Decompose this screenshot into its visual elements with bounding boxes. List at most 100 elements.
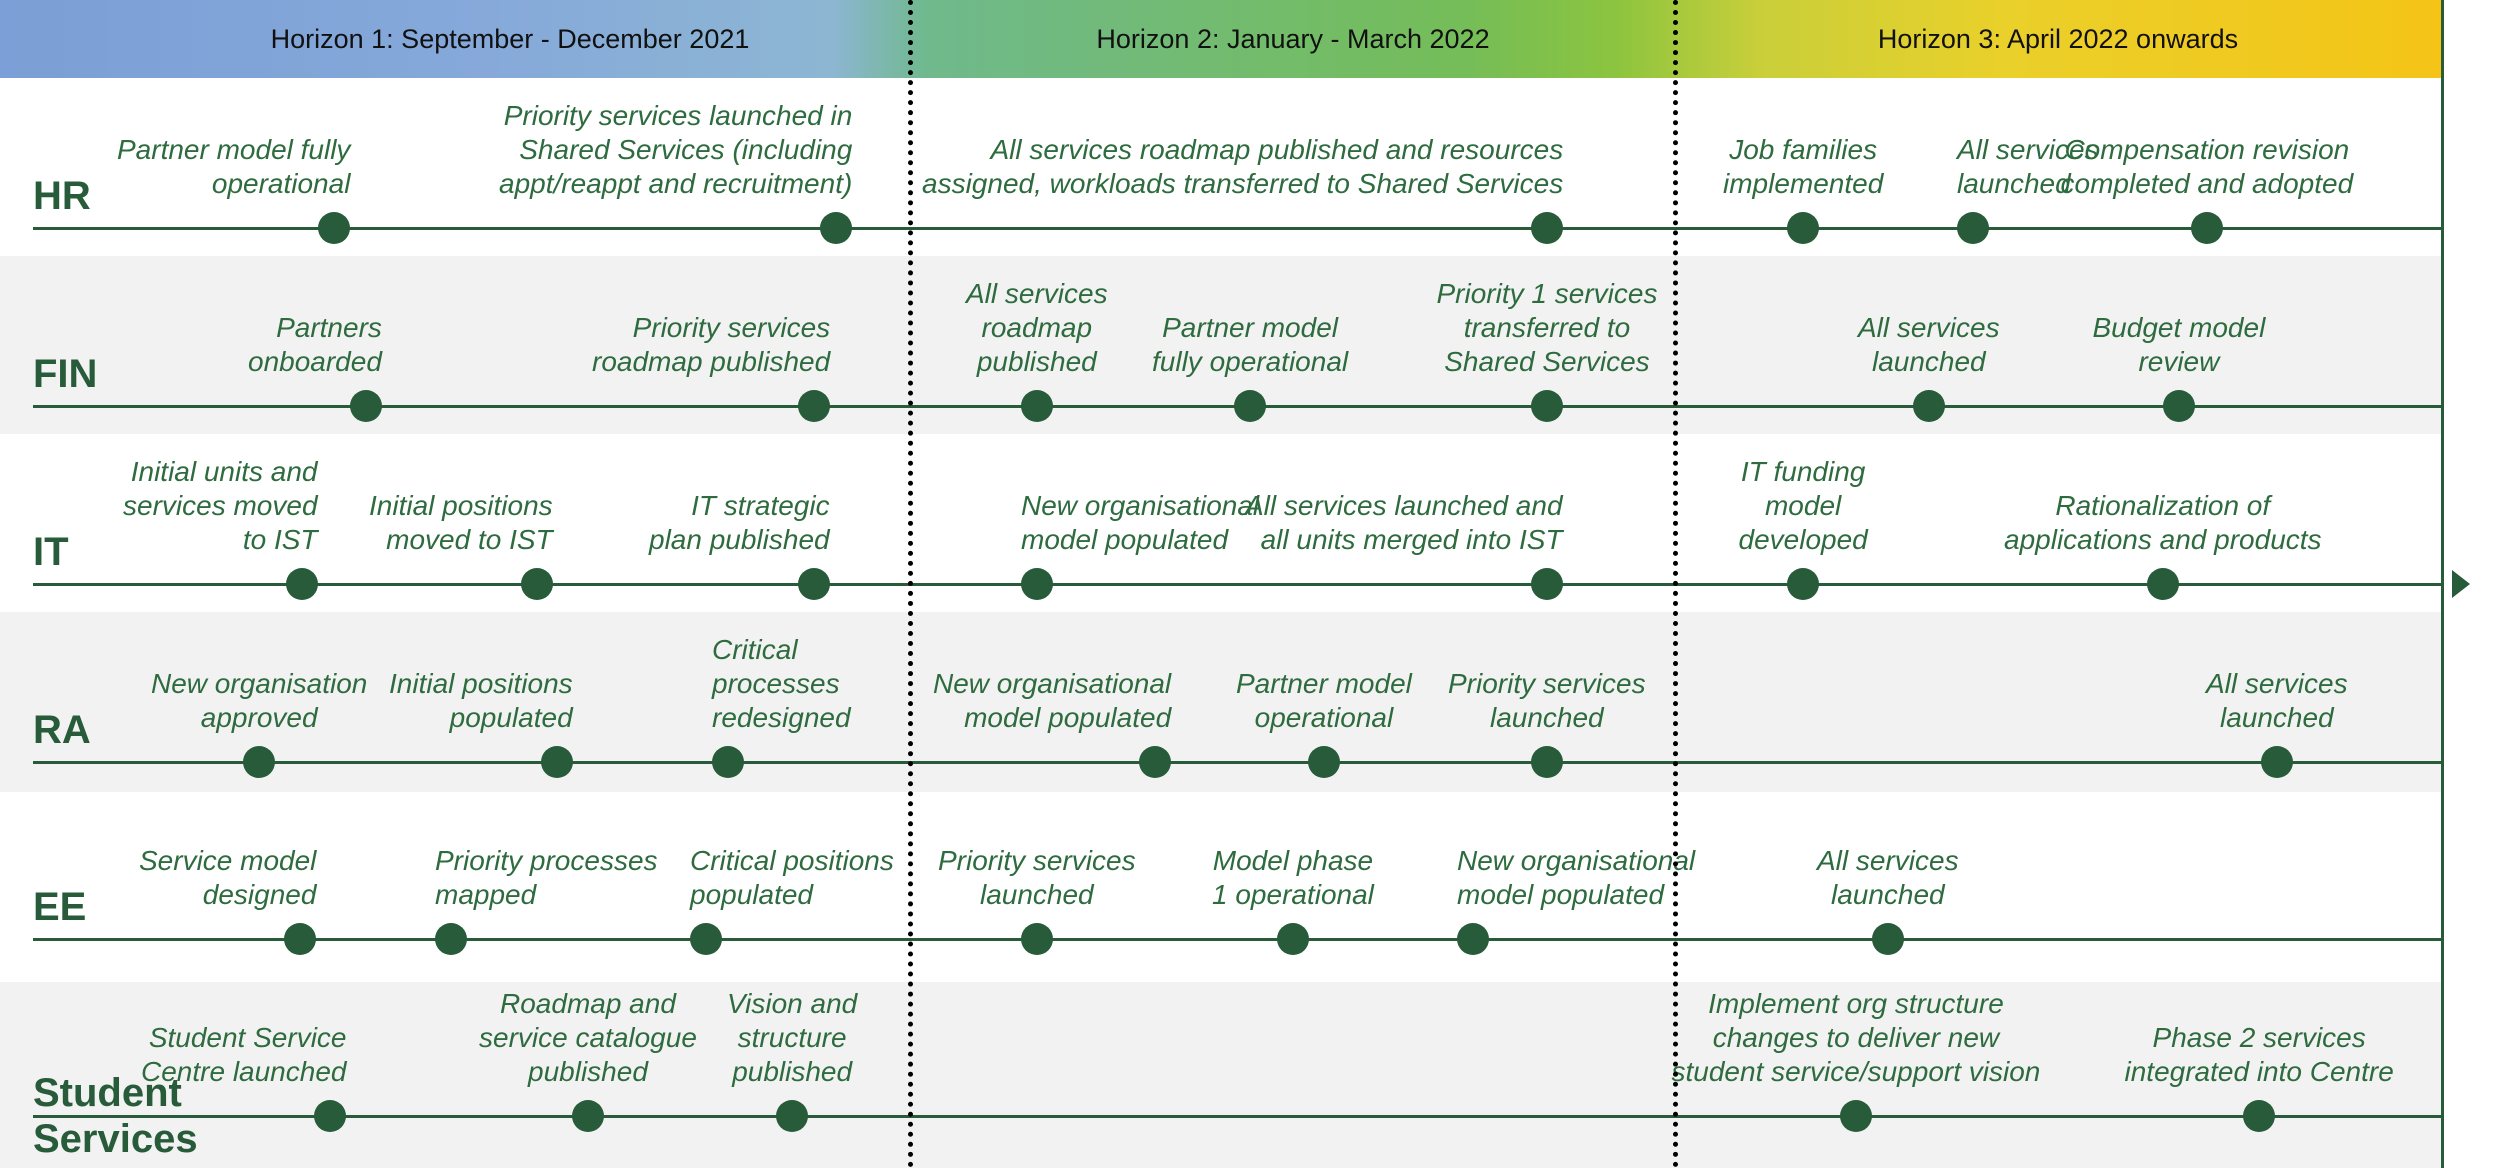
milestone-text-line: service catalogue (479, 1022, 697, 1053)
milestone-dot (1787, 568, 1819, 600)
milestone-dot (1872, 923, 1904, 955)
milestone-text-line: operational (211, 168, 351, 199)
milestone-text-line: IT funding (1740, 456, 1866, 487)
milestone-text-line: appt/reappt and recruitment) (499, 168, 853, 199)
milestone-text-line: All services (966, 278, 1108, 309)
row-label: IT (33, 530, 69, 574)
milestone-text-line: Budget model (2092, 312, 2266, 343)
milestone-dot (690, 923, 722, 955)
milestone-text-line: Job families (1729, 134, 1878, 165)
milestone-dot (1957, 212, 1989, 244)
milestone-text-line: model populated (1457, 879, 1665, 910)
milestone-text-line: Shared Services (including (519, 134, 853, 165)
milestone-text-line: implemented (1723, 168, 1884, 199)
milestone-text-line: New organisational (933, 668, 1172, 699)
milestone-text-line: model populated (1021, 524, 1229, 555)
timeline-arrow-icon (2452, 570, 2470, 598)
milestone-dot (1531, 568, 1563, 600)
milestone-dot (1308, 746, 1340, 778)
milestone-dot (2191, 212, 2223, 244)
milestone-text-line: Model phase (1212, 845, 1374, 876)
row-band (0, 982, 2441, 1168)
milestone-text-line: launched (979, 879, 1094, 910)
milestone-text-line: Student Service (148, 1022, 347, 1053)
milestone-text-line: All services roadmap published and resou… (990, 134, 1564, 165)
milestone-text-line: assigned, workloads transferred to Share… (922, 168, 1564, 199)
milestone-text-line: Priority 1 services (1436, 278, 1658, 309)
milestone-text-line: plan published (649, 524, 830, 555)
milestone-dot (2163, 390, 2195, 422)
right-border-line (2441, 0, 2444, 1168)
milestone-text-line: populated (690, 879, 814, 910)
horizon-divider (908, 0, 913, 1168)
milestone-dot (1139, 746, 1171, 778)
milestone-dot (1021, 923, 1053, 955)
milestone-text-line: New organisational (1021, 490, 1260, 521)
milestone-dot (2147, 568, 2179, 600)
milestone-text-line: student service/support vision (1671, 1056, 2041, 1087)
milestone-text-line: integrated into Centre (2124, 1056, 2394, 1087)
milestone-text-line: model (1764, 490, 1842, 521)
milestone-text-line: mapped (435, 879, 537, 910)
milestone-text-line: Vision and (727, 988, 858, 1019)
milestone-text-line: launched (1489, 702, 1604, 733)
milestone-text-line: Initial positions (369, 490, 553, 521)
row-label: EE (33, 885, 87, 929)
milestone-text-line: operational (1254, 702, 1394, 733)
milestone-text-line: Compensation revision (2064, 134, 2350, 165)
milestone-text-line: Partner model (1162, 312, 1338, 343)
milestone-text-line: completed and adopted (2060, 168, 2354, 199)
milestone-dot (1840, 1100, 1872, 1132)
milestone-text-line: launched (1957, 168, 2071, 199)
milestone-text-line: moved to IST (386, 524, 553, 555)
milestone-dot (284, 923, 316, 955)
milestone-text-line: Priority services (938, 845, 1136, 876)
milestone-dot (572, 1100, 604, 1132)
milestone-dot (2243, 1100, 2275, 1132)
milestone-text-line: structure (737, 1022, 847, 1053)
milestone-text-line: All services (1858, 312, 2000, 343)
milestone-text-line: All services (2206, 668, 2348, 699)
timeline-line (33, 1115, 2441, 1118)
horizon-title-2: Horizon 2: January - March 2022 (1096, 24, 1490, 54)
milestone-dot (350, 390, 382, 422)
horizon-title-1: Horizon 1: September - December 2021 (270, 24, 750, 54)
milestone-text-line: Initial units and (130, 456, 318, 487)
milestone-text-line: Initial positions (389, 668, 573, 699)
milestone-text-line: populated (449, 702, 573, 733)
milestone-text-line: fully operational (1152, 346, 1349, 377)
milestone-text-line: all units merged into IST (1260, 524, 1563, 555)
milestone-text-line: launched (1830, 879, 1945, 910)
milestone-dot (1021, 568, 1053, 600)
row-label: Student Services (33, 1071, 198, 1161)
milestone-dot (1531, 746, 1563, 778)
milestone-text-line: Phase 2 services (2152, 1022, 2366, 1053)
milestone-text-line: Priority services (1448, 668, 1646, 699)
milestone-text-line: Roadmap and (500, 988, 676, 1019)
milestone-text-line: approved (200, 702, 318, 733)
milestone-text-line: Critical positions (690, 845, 894, 876)
milestone-text-line: Implement org structure (1708, 988, 2004, 1019)
